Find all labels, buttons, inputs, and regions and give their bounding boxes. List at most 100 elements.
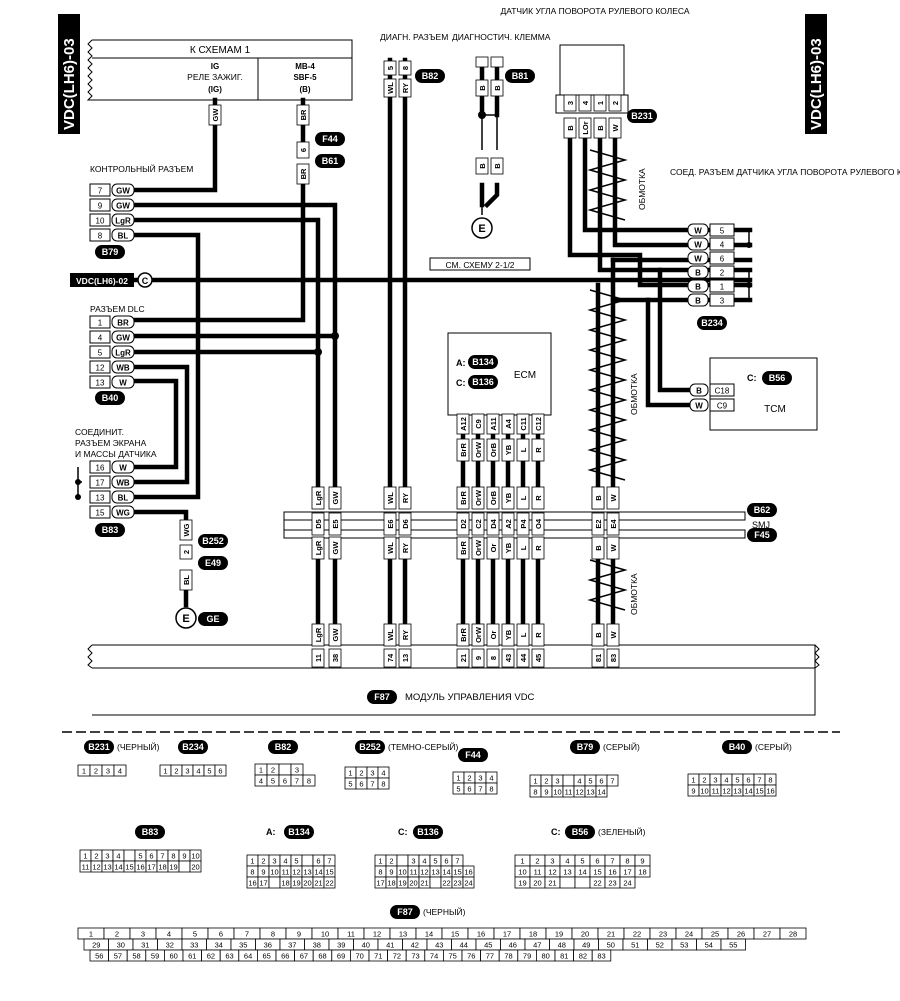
smj-bottom-3: RY xyxy=(398,536,412,560)
diag-connector-l1: ДИАГН. РАЗЪЕМ xyxy=(380,32,448,42)
ecm-color-1: OrW xyxy=(471,438,485,462)
smj-top-11: W xyxy=(606,486,620,510)
grid-b136-cell: 12 xyxy=(420,868,428,877)
b234-pill: B234 xyxy=(697,316,727,330)
grid-b134-cell: 2 xyxy=(261,857,265,866)
grid-b252-cell: 2 xyxy=(359,769,363,778)
smj-bottom-11-text: W xyxy=(609,544,618,552)
b83-pin-17-color: WB xyxy=(116,479,130,488)
module-color-6: Or xyxy=(486,623,500,647)
module-color-5-text: OrW xyxy=(474,626,483,643)
grid-b56-cell: 10 xyxy=(518,868,526,877)
grid-b234-cell: 5 xyxy=(207,767,211,776)
grid-b56-cell: 20 xyxy=(533,879,541,888)
grid-b56-cell: 8 xyxy=(625,857,629,866)
legend-b231-pill: B231 xyxy=(88,742,110,752)
module-pin-45-text: 45 xyxy=(534,654,543,662)
sensor-conn-label: СОЕД. РАЗЪЕМ ДАТЧИКА УГЛА ПОВОРОТА РУЛЕВ… xyxy=(670,167,900,177)
control-connector-label: КОНТРОЛЬНЫЙ РАЗЪЕМ xyxy=(90,163,193,174)
b231-color-1: LOr xyxy=(578,117,592,139)
b79-pin-7-color: GW xyxy=(116,187,130,196)
module-pin-8-text: 8 xyxy=(489,656,498,660)
ecm-pin-A4: A4 xyxy=(501,413,515,435)
grid-b136-cell: 22 xyxy=(442,879,450,888)
grid-f87-row3-cell: 79 xyxy=(523,952,531,961)
grid-b79-cell: 4 xyxy=(577,777,581,786)
grid-b134-cell: 6 xyxy=(316,857,320,866)
smj-pin-E2: E2 xyxy=(591,512,605,536)
smj-bottom-7: YB xyxy=(501,536,515,560)
module-color-9: R xyxy=(531,623,545,647)
legend-b136-prefix: C: xyxy=(398,827,408,837)
smj-top-5-text: OrW xyxy=(474,489,483,506)
module-color-4-text: BrR xyxy=(459,628,468,642)
grid-f87-row3-cell: 74 xyxy=(430,952,438,961)
f44-pin-6: 6 xyxy=(296,141,310,159)
legend-b234-pill: B234 xyxy=(182,742,204,752)
module-pin-8: 8 xyxy=(486,648,500,668)
module-pin-13: 13 xyxy=(398,648,412,668)
grid-f87-row3-cell: 76 xyxy=(467,952,475,961)
module-color-6-text: Or xyxy=(489,631,498,640)
right-side-tag: VDC(LH6)-03 xyxy=(805,14,827,134)
b231-pin-4-text: 4 xyxy=(581,100,590,105)
top-box-sbf5: SBF-5 xyxy=(293,73,317,82)
legend-f44-pill: F44 xyxy=(465,750,481,760)
b234-b-line: B xyxy=(591,486,605,510)
legend-b252-pill: B252 xyxy=(359,742,381,752)
grid-b134-cell: 14 xyxy=(314,868,322,877)
grid-b231-cell: 1 xyxy=(82,767,86,776)
b83-pin-13-num: 13 xyxy=(96,494,105,503)
grid-f87-row1-cell: 22 xyxy=(633,930,641,939)
b81-color-1: B xyxy=(475,79,489,97)
ecm-a-prefix: A: xyxy=(456,358,466,368)
module-pin-21: 21 xyxy=(456,648,470,668)
module-pin-38: 38 xyxy=(328,648,342,668)
grid-f87-row3-cell: 62 xyxy=(207,952,215,961)
ecm-pin-C12: C12 xyxy=(531,413,545,435)
grid-b56-cell: 21 xyxy=(548,879,556,888)
grid-f87-row3-cell: 61 xyxy=(188,952,196,961)
b40-pin-1-num: 1 xyxy=(98,319,103,328)
legend-b56-pill: B56 xyxy=(572,827,589,837)
top-box-ig: IG xyxy=(211,62,219,71)
module-color-11: W xyxy=(606,623,620,647)
b231-color-0-text: B xyxy=(566,125,575,131)
grid-b136-cell: 9 xyxy=(389,868,393,877)
grid-b134-cell: 22 xyxy=(325,879,333,888)
ecm-pin-C11-text: C11 xyxy=(519,417,528,430)
legend-b56-prefix: C: xyxy=(551,827,561,837)
grid-f44-cell: 1 xyxy=(456,774,460,783)
module-color-0-text: LgR xyxy=(314,627,323,642)
grid-f87-row1-cell: 27 xyxy=(763,930,771,939)
grid-b136-cell: 20 xyxy=(409,879,417,888)
grid-f87-row2-cell: 37 xyxy=(288,941,296,950)
wire-wg: WG xyxy=(179,519,193,541)
b252-pill: B252 xyxy=(198,534,228,548)
f44-pin-6-text: 6 xyxy=(299,148,308,152)
grid-b134-cell: 11 xyxy=(282,868,290,877)
smj-pin-E2-text: E2 xyxy=(594,519,603,528)
grid-f87-row3-cell: 56 xyxy=(95,952,103,961)
smj-bottom-1: GW xyxy=(328,536,342,560)
legend-b40-pill: B40 xyxy=(729,742,746,752)
e49-pill-text: E49 xyxy=(205,558,221,568)
grid-b40-cell: 13 xyxy=(733,787,741,796)
b234-pin-num: 6 xyxy=(720,255,725,264)
grid-b134-cell: 12 xyxy=(292,868,300,877)
grid-b134-cell: 7 xyxy=(327,857,331,866)
smj-top-8: L xyxy=(516,486,530,510)
module-pin-9: 9 xyxy=(471,648,485,668)
module-color-10-text: B xyxy=(594,632,603,638)
module-label: МОДУЛЬ УПРАВЛЕНИЯ VDC xyxy=(405,692,535,703)
grid-f87-row1-cell: 21 xyxy=(607,930,615,939)
grid-f87-row2-cell: 38 xyxy=(313,941,321,950)
legend-b83: B83 xyxy=(135,825,165,839)
grid-f87-row1-cell: 18 xyxy=(529,930,537,939)
f44-pill: F44 xyxy=(315,132,345,146)
